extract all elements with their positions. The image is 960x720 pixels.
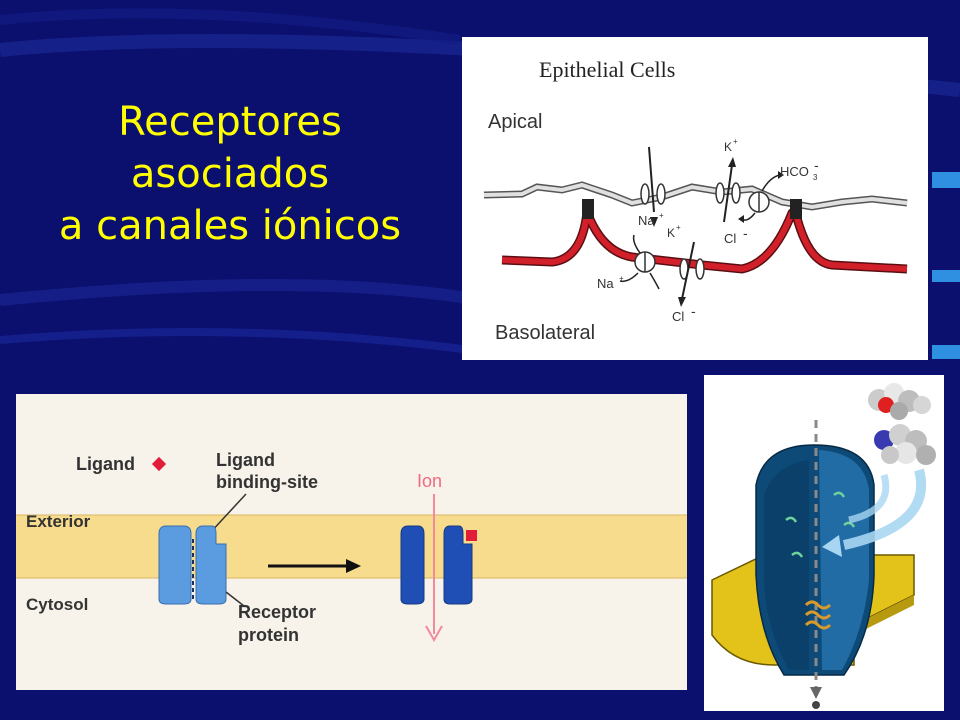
tight-junction-right — [790, 199, 802, 219]
slide-title: Receptores asociados a canales iónicos — [40, 96, 420, 252]
ligand-gated-channel-figure: Ligand Ligand binding-site Exterior Cyto… — [16, 394, 687, 690]
ion-sign: - — [814, 157, 819, 173]
bound-ligand-icon — [466, 530, 477, 541]
ion-sign: + — [659, 211, 664, 220]
ion-na-basolateral: Na — [597, 276, 614, 291]
molecule-icon-top — [868, 383, 931, 420]
channel-3d-illustration — [711, 383, 936, 709]
apical-label: Apical — [488, 111, 542, 133]
molecule-icon-bottom — [874, 424, 936, 465]
ion-cl-apical: Cl — [724, 231, 736, 246]
ion-cl-basolateral: Cl — [672, 309, 684, 324]
ion-sign: + — [676, 223, 681, 232]
receptor-label-line-1: Receptor — [238, 602, 316, 622]
exterior-label: Exterior — [26, 512, 91, 531]
ion-label: Ion — [417, 471, 442, 491]
title-line-3: a canales iónicos — [58, 203, 402, 249]
ion-sign: + — [733, 137, 738, 146]
ion-k-apical: K — [724, 140, 732, 154]
ion-sign: + — [619, 274, 624, 283]
ligand-icon — [151, 456, 167, 472]
ion-k-basolateral: K — [667, 226, 675, 240]
ligand-label: Ligand — [76, 454, 135, 474]
binding-site-label-line-2: binding-site — [216, 472, 318, 492]
epithelial-title: Epithelial Cells — [539, 57, 675, 82]
channel-3d-figure — [704, 375, 944, 711]
epithelial-diagram: Epithelial Cells Apical Basolateral Na +… — [483, 57, 908, 344]
title-line-1: Receptores — [118, 99, 342, 145]
receptor-diagram: Ligand Ligand binding-site Exterior Cyto… — [16, 450, 687, 645]
basolateral-label: Basolateral — [495, 322, 595, 344]
receptor-closed — [158, 525, 227, 605]
ion-hco3: HCO — [780, 164, 809, 179]
tight-junction-left — [582, 199, 594, 219]
ion-sign: - — [691, 303, 696, 319]
receptor-open — [400, 525, 473, 605]
ion-sign: - — [743, 225, 748, 241]
helix-icons — [804, 600, 832, 630]
epithelial-cells-figure: Epithelial Cells Apical Basolateral Na +… — [462, 37, 928, 360]
receptor-label-line-2: protein — [238, 625, 299, 645]
ion-subscript: 3 — [813, 173, 818, 182]
ion-na-apical: Na — [638, 213, 655, 228]
cytosol-label: Cytosol — [26, 595, 88, 614]
title-line-2: asociados — [130, 151, 330, 197]
binding-site-label-line-1: Ligand — [216, 450, 275, 470]
ligand-entry-arrow — [842, 468, 927, 550]
